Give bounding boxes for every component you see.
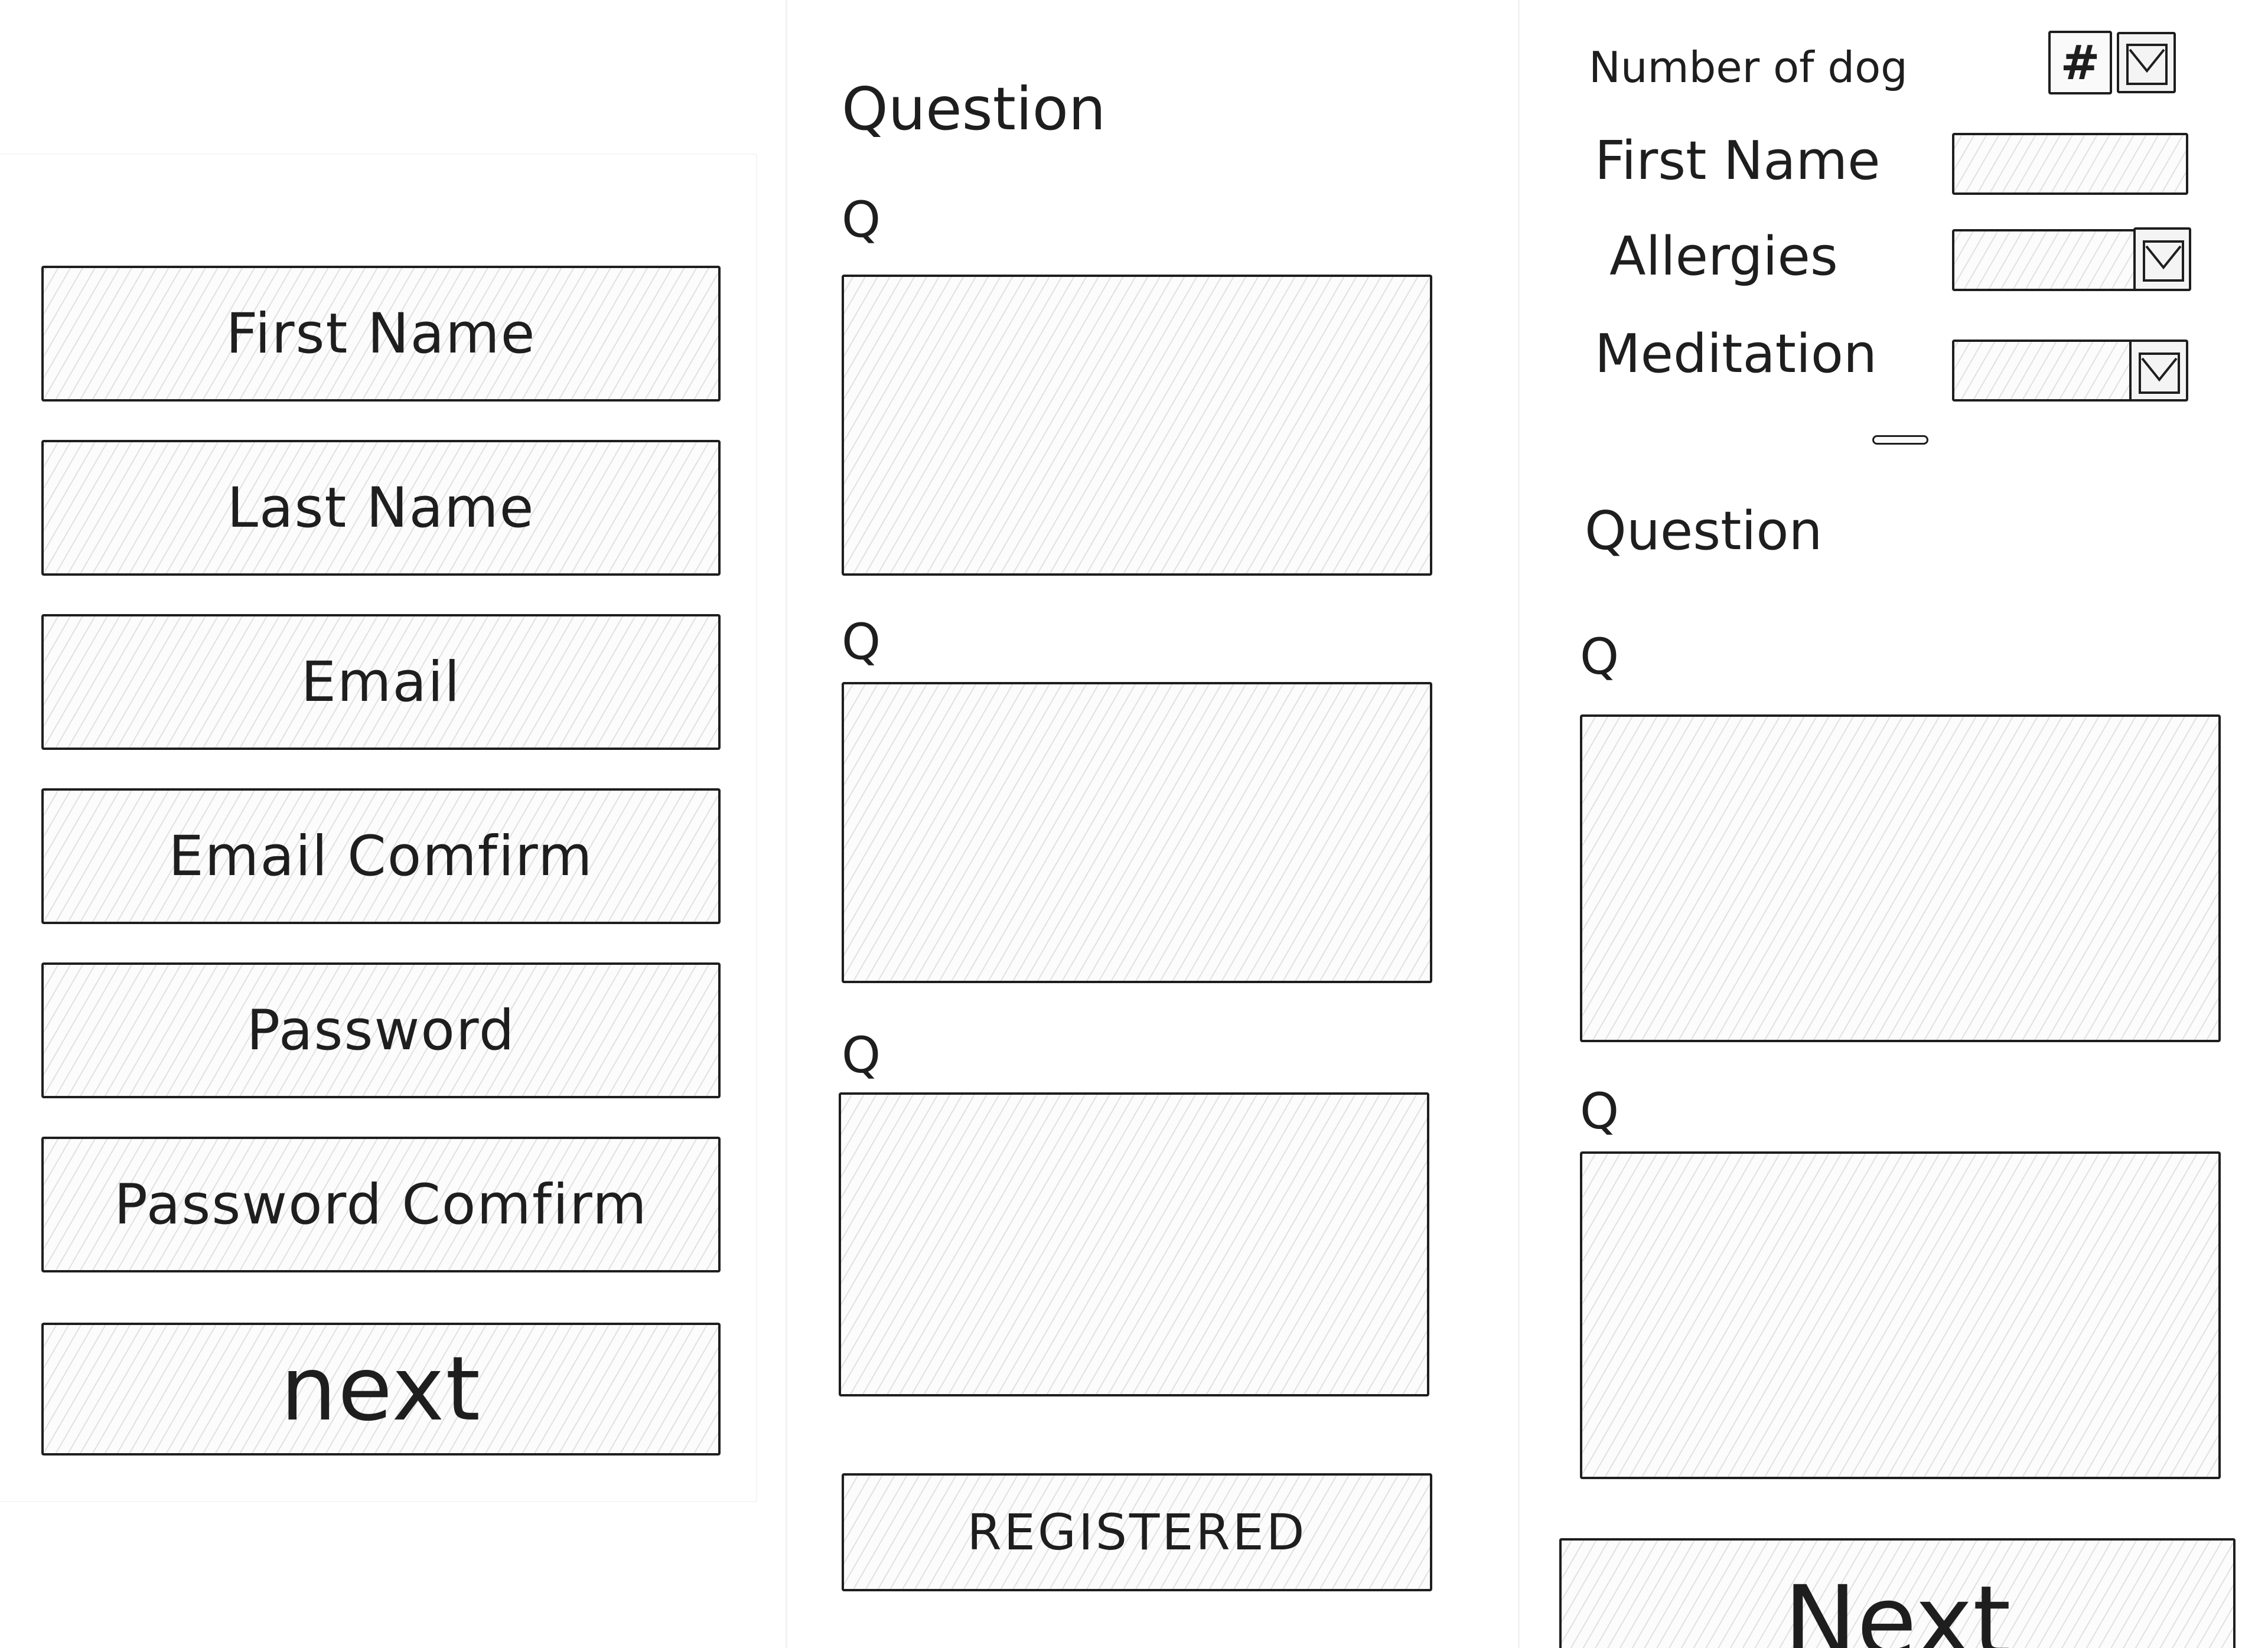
first-name-field[interactable]: First Name [41, 266, 721, 402]
password-field[interactable]: Password [41, 962, 721, 1098]
dog-first-name-label: First Name [1595, 130, 1881, 192]
number-of-dog-label: Number of dog [1589, 43, 1908, 92]
chevron-down-icon [2139, 353, 2180, 394]
registered-button[interactable]: REGISTERED [842, 1473, 1432, 1591]
dog-next-button-label: Next [1784, 1565, 2011, 1648]
question-2-answer[interactable] [842, 682, 1432, 983]
email-field-label: Email [301, 650, 461, 714]
number-of-dog-input[interactable]: # [2048, 31, 2112, 94]
question-1-label: Q [842, 191, 881, 249]
chevron-down-icon [2126, 44, 2168, 85]
next-button-label: next [280, 1337, 482, 1441]
next-button[interactable]: next [41, 1323, 721, 1456]
first-name-field-label: First Name [226, 301, 536, 366]
dog-next-button[interactable]: Next [1559, 1538, 2236, 1648]
panel-divider-right [1518, 0, 1520, 1648]
number-of-dog-dropdown[interactable] [2117, 32, 2176, 93]
question-1-answer[interactable] [842, 275, 1432, 576]
last-name-field[interactable]: Last Name [41, 440, 721, 576]
panel-divider-left [786, 0, 787, 1648]
registered-button-label: REGISTERED [967, 1503, 1307, 1561]
questions-title: Question [842, 74, 1106, 143]
password-confirm-field-label: Password Comfirm [114, 1172, 648, 1237]
last-name-field-label: Last Name [227, 475, 535, 540]
allergies-select[interactable] [1952, 229, 2138, 291]
question-3-label: Q [842, 1026, 881, 1084]
medication-dropdown[interactable] [2129, 340, 2188, 402]
dog-question-title: Question [1585, 500, 1823, 562]
dog-question-2-answer[interactable] [1580, 1151, 2221, 1479]
password-field-label: Password [246, 998, 516, 1063]
hash-icon: # [2060, 35, 2100, 90]
medication-select[interactable] [1952, 340, 2135, 402]
email-field[interactable]: Email [41, 614, 721, 750]
allergies-label: Allergies [1609, 226, 1838, 288]
email-confirm-field-label: Email Comfirm [168, 824, 594, 889]
chevron-down-icon [2143, 240, 2184, 282]
question-3-answer[interactable] [839, 1092, 1429, 1396]
password-confirm-field[interactable]: Password Comfirm [41, 1137, 721, 1272]
medication-label: Meditation [1595, 323, 1877, 385]
dog-first-name-input[interactable] [1952, 133, 2188, 195]
dog-question-2-label: Q [1580, 1082, 1619, 1140]
email-confirm-field[interactable]: Email Comfirm [41, 788, 721, 924]
drag-handle[interactable] [1872, 435, 1928, 445]
allergies-dropdown[interactable] [2133, 227, 2191, 291]
dog-question-1-label: Q [1580, 628, 1619, 686]
question-2-label: Q [842, 613, 881, 671]
dog-question-1-answer[interactable] [1580, 714, 2221, 1042]
